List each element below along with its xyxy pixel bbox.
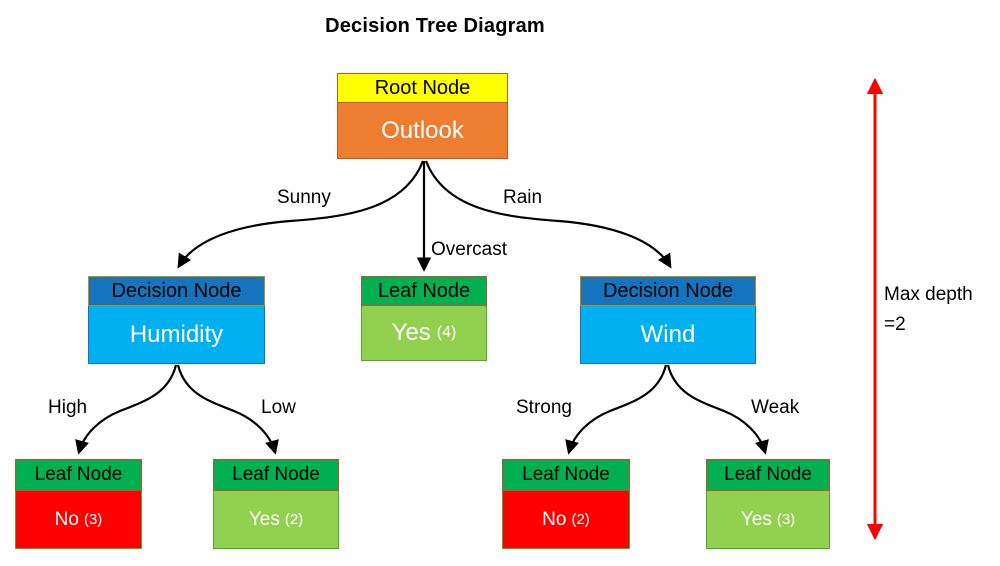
- max-depth-label: Max depth =2: [884, 280, 973, 341]
- humidity-value: Humidity: [88, 306, 265, 364]
- leaf-node-strong: Leaf Node No (2): [502, 459, 630, 549]
- strong-leaf-value: No (2): [502, 491, 630, 549]
- weak-leaf-count: (3): [776, 511, 796, 528]
- high-leaf-count: (3): [83, 511, 103, 528]
- high-leaf-value: No (3): [15, 491, 142, 549]
- decision-node-wind: Decision Node Wind: [580, 276, 756, 364]
- diagram-title: Decision Tree Diagram: [325, 15, 545, 37]
- edge-label-weak: Weak: [751, 397, 800, 418]
- root-node-type-label: Root Node: [337, 73, 508, 103]
- max-depth-line2: =2: [884, 314, 906, 336]
- wind-value: Wind: [580, 306, 756, 364]
- leaf-node-high: Leaf Node No (3): [15, 459, 142, 549]
- strong-leaf-type-label: Leaf Node: [502, 459, 630, 491]
- edge-strong-arrow: [565, 364, 668, 455]
- high-leaf-class: No: [54, 508, 79, 530]
- root-node-value: Outlook: [337, 103, 508, 159]
- leaf-node-weak: Leaf Node Yes (3): [706, 459, 830, 549]
- edge-label-sunny: Sunny: [277, 187, 331, 208]
- overcast-leaf-type-label: Leaf Node: [361, 276, 487, 306]
- edge-label-strong: Strong: [516, 397, 572, 418]
- edge-label-high: High: [48, 397, 88, 418]
- edge-sunny-arrow: [177, 160, 425, 269]
- overcast-leaf-count: (4): [436, 324, 457, 341]
- humidity-type-label: Decision Node: [88, 276, 265, 306]
- max-depth-line1: Max depth: [884, 284, 973, 305]
- edge-label-low: Low: [261, 397, 296, 418]
- strong-leaf-count: (2): [571, 511, 590, 528]
- wind-type-label: Decision Node: [580, 276, 756, 306]
- low-leaf-value: Yes (2): [213, 491, 339, 549]
- strong-leaf-class: No: [542, 508, 567, 530]
- root-node: Root Node Outlook: [337, 73, 508, 159]
- low-leaf-type-label: Leaf Node: [213, 459, 339, 491]
- weak-leaf-type-label: Leaf Node: [706, 459, 830, 491]
- low-leaf-count: (2): [284, 511, 304, 528]
- low-leaf-class: Yes: [248, 508, 280, 530]
- leaf-node-low: Leaf Node Yes (2): [213, 459, 339, 549]
- edge-high-arrow: [75, 364, 178, 455]
- edge-label-rain: Rain: [503, 187, 543, 208]
- overcast-leaf-class: Yes: [391, 319, 431, 346]
- edge-label-overcast: Overcast: [431, 239, 508, 260]
- decision-node-humidity: Decision Node Humidity: [88, 276, 265, 364]
- overcast-leaf-value: Yes (4): [361, 306, 487, 361]
- leaf-node-overcast: Leaf Node Yes (4): [361, 276, 487, 361]
- high-leaf-type-label: Leaf Node: [15, 459, 142, 491]
- weak-leaf-value: Yes (3): [706, 491, 830, 549]
- weak-leaf-class: Yes: [740, 508, 772, 530]
